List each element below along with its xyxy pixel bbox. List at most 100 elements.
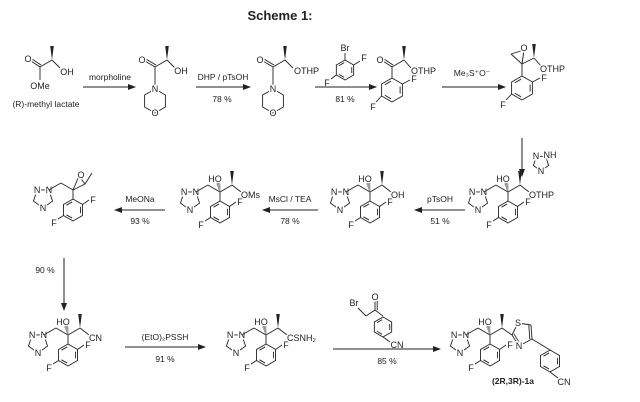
- aromatic-bond: [483, 346, 490, 351]
- bond: [57, 215, 64, 220]
- bond: [519, 184, 530, 193]
- bond: [154, 59, 168, 68]
- atom-label: HO: [254, 317, 268, 327]
- wedge-bond: [518, 171, 522, 185]
- bond: [517, 201, 525, 207]
- atom-label: N: [40, 203, 47, 213]
- yield-label: 93 %: [130, 216, 150, 226]
- compound-name: (R)-methyl lactate: [12, 99, 79, 109]
- yield-label: 81 %: [335, 94, 355, 104]
- bond: [79, 327, 90, 336]
- bond: [51, 59, 61, 69]
- bond: [353, 60, 361, 66]
- bond: [474, 360, 481, 365]
- bond: [72, 183, 86, 191]
- bond: [517, 322, 532, 326]
- atom-label: N: [233, 348, 240, 358]
- atom-label: HO: [208, 174, 222, 184]
- atom-label: OTHP: [540, 64, 565, 74]
- atom-label: N: [152, 84, 159, 94]
- double-bond: [262, 60, 274, 68]
- bond: [381, 184, 392, 193]
- triazole-ring: [179, 191, 201, 211]
- difluorophenyl-ring: [256, 343, 276, 367]
- reagent-label: DHP / pTsOH: [198, 72, 249, 82]
- aromatic-bond: [338, 73, 345, 78]
- bond: [511, 322, 519, 336]
- atom-label: F: [198, 220, 204, 230]
- double-bond: [30, 60, 41, 68]
- atom-label: N: [533, 151, 540, 161]
- bond: [52, 360, 59, 365]
- bond: [465, 327, 479, 336]
- atom-label: N: [538, 166, 545, 176]
- bond: [510, 53, 523, 65]
- atom-label: F: [525, 197, 531, 207]
- bond: [330, 74, 337, 80]
- atom-label: CSNH₂: [287, 333, 317, 343]
- bond: [510, 49, 525, 55]
- atom-label: OTHP: [294, 66, 319, 76]
- atom-label: O: [520, 43, 527, 53]
- bond: [272, 59, 286, 68]
- bond: [379, 201, 387, 207]
- atom-label: O: [371, 292, 378, 302]
- bond: [219, 184, 233, 193]
- difluorophenyl-ring: [63, 198, 83, 222]
- atom-label: O: [77, 170, 84, 180]
- yield-label: 78 %: [280, 216, 300, 226]
- atom-label: N: [469, 187, 476, 197]
- wedge-bond: [500, 314, 504, 328]
- reagent-label: MsCl / TEA: [269, 194, 312, 204]
- bond: [241, 327, 255, 336]
- bond: [518, 338, 533, 347]
- bond: [250, 360, 257, 365]
- wedge-bond: [532, 44, 536, 58]
- triazole-ring: [467, 191, 489, 211]
- bond: [55, 327, 69, 336]
- bond: [403, 59, 412, 69]
- bond: [207, 184, 221, 193]
- difluorophenyl-ring: [210, 200, 230, 224]
- double-bond: [513, 333, 522, 346]
- reagent-label: MeONa: [125, 194, 155, 204]
- aromatic-bond: [259, 346, 266, 351]
- aromatic-bond: [501, 216, 508, 221]
- bond: [275, 344, 283, 350]
- bond: [72, 175, 80, 191]
- atom-label: N: [337, 205, 344, 215]
- yield-label: 51 %: [430, 216, 450, 226]
- triazole-ring: [532, 156, 550, 172]
- bond: [357, 307, 367, 317]
- bond: [501, 327, 513, 336]
- triazole-ring: [329, 191, 351, 211]
- bond: [253, 327, 267, 336]
- atom-label: F: [411, 74, 417, 84]
- atom-label: OH: [174, 66, 188, 76]
- atom-label: OTHP: [411, 66, 436, 76]
- atom-label: F: [348, 220, 354, 230]
- yield-label: 90 %: [35, 265, 55, 275]
- bond: [77, 344, 85, 350]
- reagent-label: pTsOH: [427, 194, 453, 204]
- bond: [82, 199, 90, 205]
- aromatic-bond: [384, 94, 392, 100]
- aromatic-bond: [384, 80, 392, 86]
- bond: [166, 59, 176, 69]
- aromatic-bond: [363, 216, 370, 221]
- aromatic-bond: [483, 359, 490, 364]
- double-bond: [31, 58, 42, 66]
- bond: [492, 217, 499, 222]
- triazole-ring: [225, 334, 247, 354]
- bond: [499, 344, 507, 350]
- double-bond: [263, 58, 275, 66]
- atom-label: Br: [350, 298, 359, 308]
- reagent-label: (EtO)₂PSSH: [142, 332, 189, 342]
- atom-label: OTHP: [529, 190, 554, 200]
- difluorophenyl-ring: [480, 343, 500, 367]
- atom-label: HO: [478, 317, 492, 327]
- atom-label: OH: [60, 67, 74, 77]
- bond: [521, 57, 535, 65]
- atom-label: O: [138, 55, 145, 65]
- bond: [375, 95, 382, 103]
